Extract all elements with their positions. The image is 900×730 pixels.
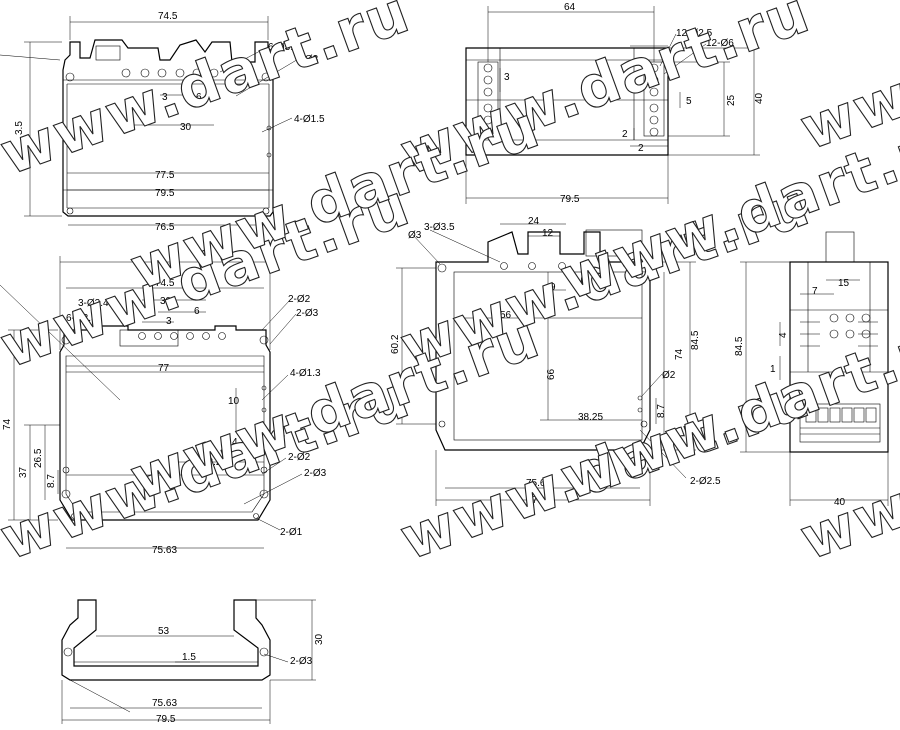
dim-label: 12-Ø2.5 — [676, 28, 713, 39]
dim-label: 15 — [838, 278, 850, 289]
front-view-top-dimensions — [0, 16, 301, 226]
front-view-middle-labels: 79.5 74.5 3-Ø2.4 30 6 3 6-Ø3.5 2-Ø2 2-Ø3… — [2, 257, 327, 556]
dim-label: Ø2 — [662, 370, 676, 381]
dim-label: 30 — [314, 633, 325, 645]
dim-label: 37 — [18, 466, 29, 478]
dim-label: 5 — [686, 96, 692, 107]
dim-label: 3.5 — [14, 121, 25, 135]
dim-label: 3-Ø3.5 — [424, 222, 455, 233]
dim-label: 56 — [500, 310, 512, 321]
dim-label: 30 — [180, 122, 192, 133]
dim-label: 3-Ø2.4 — [78, 298, 109, 309]
dim-label: 6 — [194, 306, 200, 317]
end-view-labels: 84.5 15 7 4 1 40 — [734, 278, 850, 508]
dim-label: 12-Ø6 — [706, 38, 734, 49]
end-view: 84.5 15 7 4 1 40 — [734, 231, 889, 508]
dim-label: 2-Ø2 — [288, 452, 311, 463]
dim-label: 3 — [166, 316, 172, 327]
dim-label: 24 — [528, 216, 540, 227]
dim-label: 3 — [162, 92, 168, 103]
dim-label: 10 — [228, 396, 240, 407]
dim-label: 66 — [546, 368, 557, 380]
front-view-middle-outline — [59, 325, 271, 521]
dim-label: 30 — [160, 296, 172, 307]
front-view-top-outline — [62, 39, 274, 217]
front-view-bottom: 53 1.5 2-Ø3 30 75.63 79.5 — [61, 599, 325, 725]
dim-label: 74 — [674, 348, 685, 360]
dim-label: 84.5 — [690, 330, 701, 350]
dim-label: Ø3 — [408, 230, 422, 241]
watermark-text: www.dart.ru — [552, 302, 900, 513]
dim-label: 4-Ø1.3 — [290, 368, 321, 379]
dim-label: 77 — [158, 363, 170, 374]
end-view-outline — [789, 231, 889, 453]
dim-label: 3 — [504, 72, 510, 83]
dim-label: 12 — [542, 228, 554, 239]
dim-label: 75.63 — [526, 478, 551, 489]
dim-label: 9 — [550, 282, 556, 293]
watermark-layer: www.dart.ru www.dart.ru www.dart.ru www.… — [0, 0, 900, 574]
top-view-dimensions — [465, 6, 760, 204]
side-view-dimensions — [396, 223, 696, 506]
dim-label: 77.5 — [155, 170, 175, 181]
dim-label: 2 — [638, 143, 644, 154]
dim-label: 79.5 — [155, 188, 175, 199]
dim-label: 79.5 — [532, 495, 552, 506]
dim-label: 79.5 — [560, 194, 580, 205]
front-view-top-labels: 74.5 6-Ø3.7 2-Ø8 3 6 30 4-Ø1.5 3.5 77.5 … — [14, 11, 325, 233]
front-view-bottom-dimensions — [61, 599, 316, 724]
dim-label: 4 — [778, 332, 789, 338]
dim-label: 76.5 — [155, 470, 175, 481]
dim-label: 76.5 — [155, 222, 175, 233]
dim-label: 74.5 — [158, 11, 178, 22]
dim-label: 64 — [564, 2, 576, 13]
dim-label: 79.5 — [155, 257, 175, 268]
dim-label: 40 — [834, 497, 846, 508]
dim-label: 6-Ø3.7 — [268, 42, 299, 53]
dim-label: 7 — [812, 286, 818, 297]
top-view: 64 12-Ø2.5 12-Ø6 3 5 25 40 2 2 79.5 — [465, 2, 765, 205]
dim-label: 2-Ø2 — [288, 294, 311, 305]
dim-label: 6-Ø3.5 — [66, 313, 97, 324]
dim-label: 1 — [770, 364, 776, 375]
dim-label: 74.5 — [155, 278, 175, 289]
dim-label: 4-Ø1.5 — [294, 114, 325, 125]
front-view-bottom-outline — [61, 599, 271, 681]
dim-label: 74 — [2, 418, 13, 430]
dim-label: 40 — [754, 92, 765, 104]
dim-label: 8.7 — [46, 474, 57, 488]
dim-label: 60.2 — [390, 334, 401, 354]
front-view-top: 74.5 6-Ø3.7 2-Ø8 3 6 30 4-Ø1.5 3.5 77.5 … — [0, 11, 325, 233]
dim-label: 2-Ø1 — [280, 527, 303, 538]
side-view-labels: Ø3 3-Ø3.5 24 12 9 56 60.2 66 74 84.5 Ø2 … — [390, 216, 721, 506]
dim-label: 2-Ø2.5 — [690, 476, 721, 487]
dim-label: 1.5 — [182, 652, 196, 663]
front-view-middle-dimensions — [0, 256, 303, 549]
dim-label: 8.7 — [656, 404, 667, 418]
dim-label: 4.25 — [232, 437, 252, 448]
end-view-dimensions — [740, 261, 889, 506]
front-view-bottom-labels: 53 1.5 2-Ø3 30 75.63 79.5 — [152, 626, 325, 725]
dim-label: 6 — [196, 92, 202, 103]
dim-label: 75.63 — [152, 545, 177, 556]
dim-label: 25 — [726, 94, 737, 106]
dim-label: 2 — [622, 129, 628, 140]
front-view-middle: 79.5 74.5 3-Ø2.4 30 6 3 6-Ø3.5 2-Ø2 2-Ø3… — [0, 256, 327, 556]
dim-label: 2-Ø3 — [290, 656, 313, 667]
dim-label: 84.5 — [734, 336, 745, 356]
dim-label: 2-Ø3 — [304, 468, 327, 479]
side-view: Ø3 3-Ø3.5 24 12 9 56 60.2 66 74 84.5 Ø2 … — [390, 216, 721, 506]
dim-label: 38.25 — [202, 457, 227, 468]
dim-label: 75.63 — [152, 698, 177, 709]
top-view-labels: 64 12-Ø2.5 12-Ø6 3 5 25 40 2 2 79.5 — [504, 2, 765, 205]
dim-label: 79.5 — [156, 714, 176, 725]
dim-label: 38.25 — [578, 412, 603, 423]
dim-label: 2-Ø8 — [296, 54, 319, 65]
dim-label: 2-Ø3 — [296, 308, 319, 319]
dim-label: 26.5 — [33, 448, 44, 468]
dim-label: 53 — [158, 626, 170, 637]
